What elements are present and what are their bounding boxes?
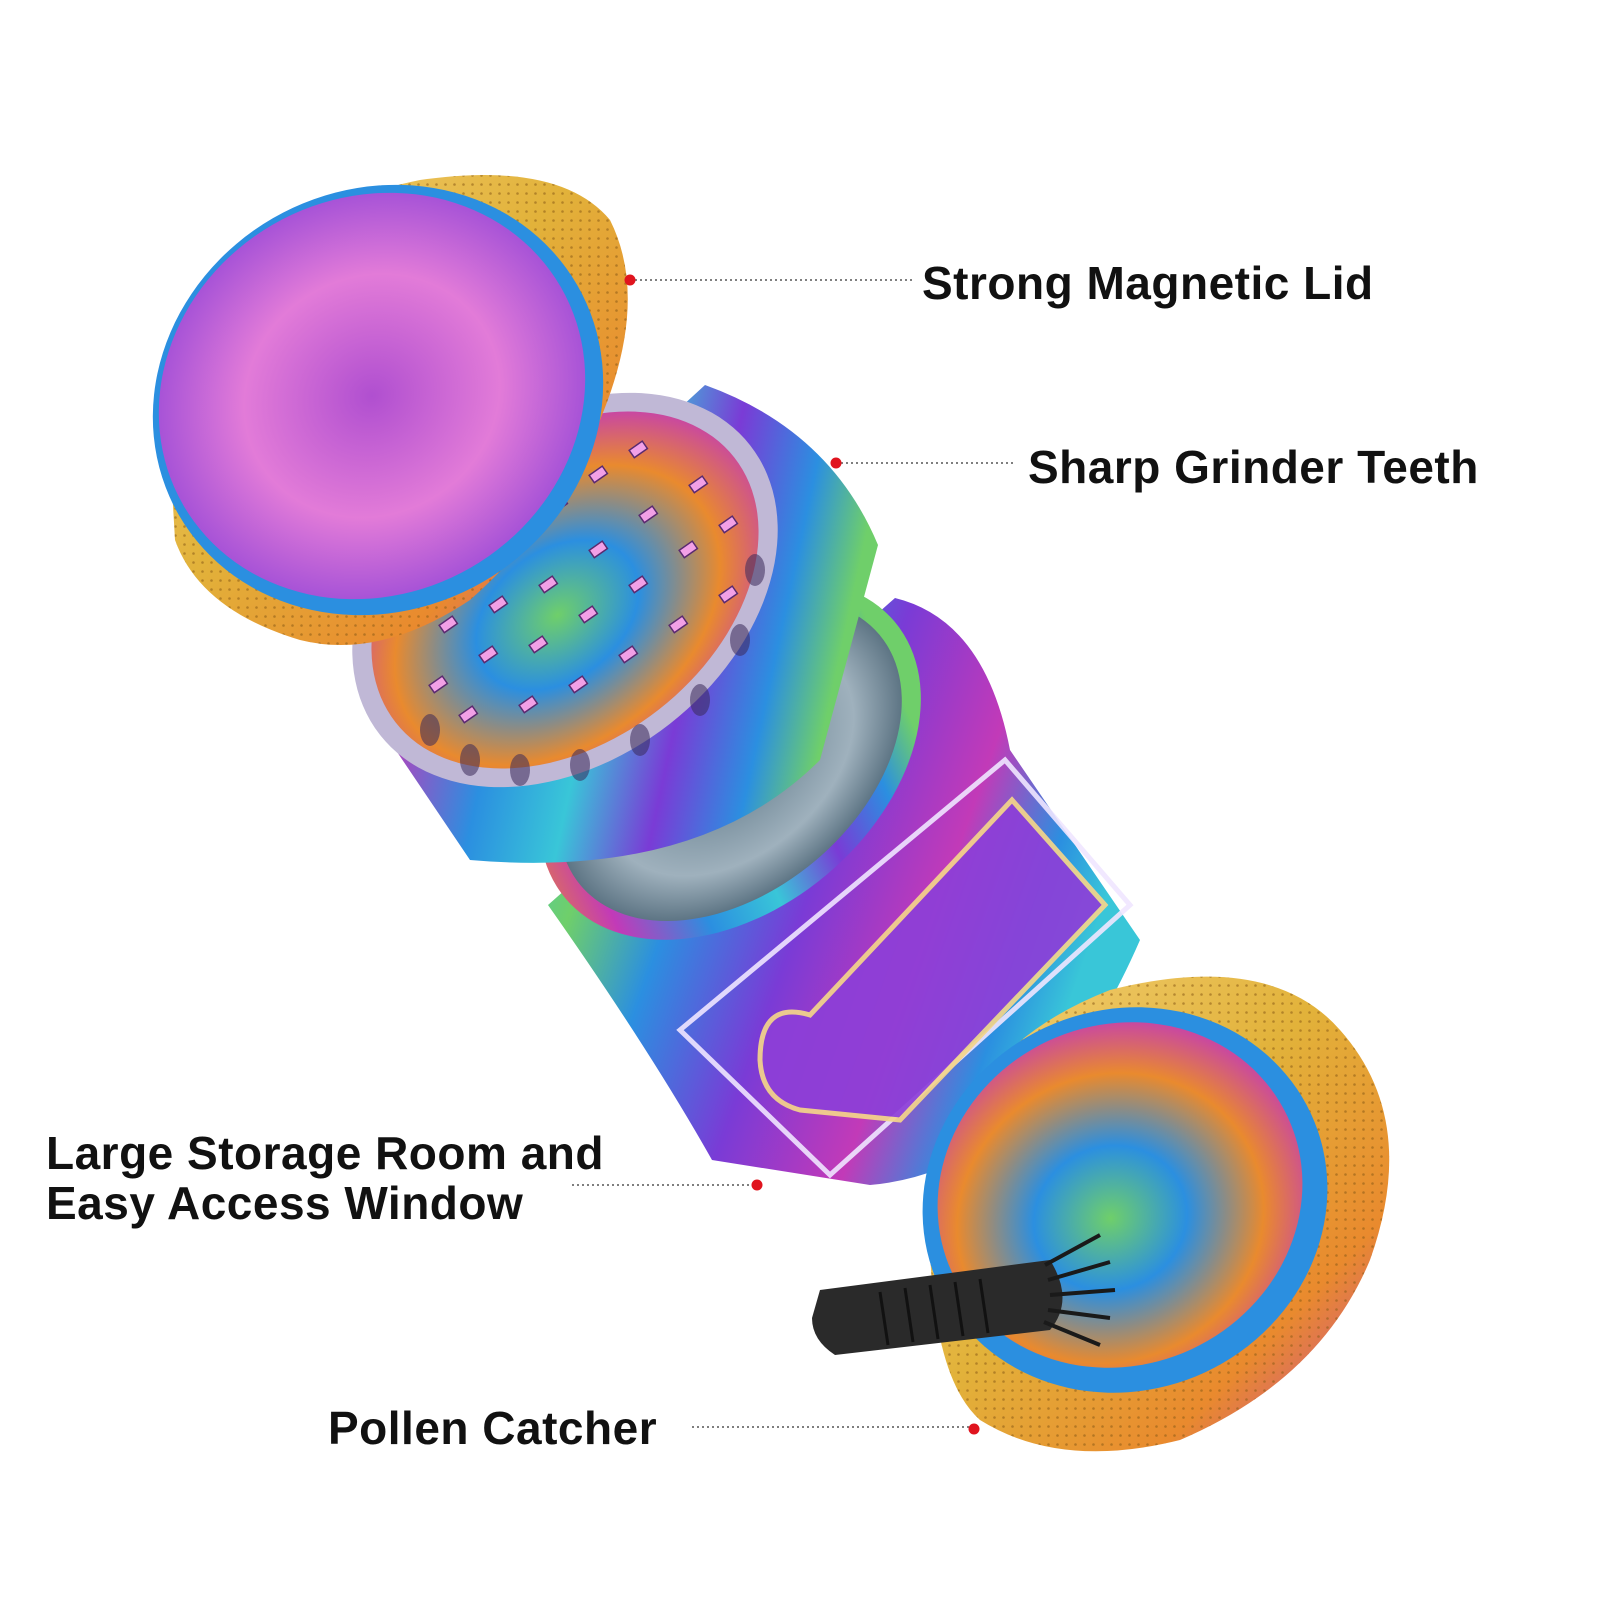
callout-teeth-dot — [830, 457, 842, 469]
callout-lid-dot — [624, 274, 636, 286]
grinder-holes — [420, 554, 765, 786]
callout-pollen-dot — [968, 1423, 980, 1435]
callout-storage-line1: Large Storage Room and — [46, 1127, 604, 1179]
access-window — [676, 756, 1134, 1179]
brush-grip-lines — [878, 1278, 990, 1346]
magnetic-lid — [152, 175, 628, 645]
callout-lid-label: Strong Magnetic Lid — [922, 257, 1374, 309]
callout-storage-line2: Easy Access Window — [46, 1177, 524, 1229]
callout-pollen-label: Pollen Catcher — [328, 1402, 658, 1454]
brush-bristles — [1043, 1233, 1116, 1347]
callout-pollen-leader — [692, 1423, 980, 1435]
callout-lid-leader — [624, 274, 912, 286]
callout-teeth-label: Sharp Grinder Teeth — [1028, 441, 1479, 493]
callout-teeth-leader — [830, 457, 1015, 469]
callout-storage-label: Large Storage Room and Easy Access Windo… — [46, 1128, 604, 1228]
callout-storage-dot — [751, 1179, 763, 1191]
callout-storage-leader — [572, 1179, 763, 1191]
cleaning-brush — [812, 1233, 1116, 1355]
